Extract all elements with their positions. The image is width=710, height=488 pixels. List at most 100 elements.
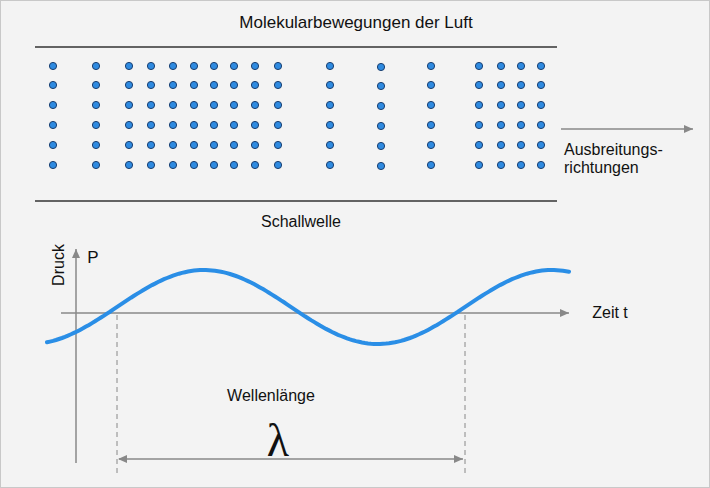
air-molecule: [190, 141, 197, 148]
air-molecule: [427, 141, 434, 148]
air-molecule: [537, 161, 544, 168]
air-molecule: [230, 141, 237, 148]
air-molecule: [326, 81, 333, 88]
pressure-axis: [75, 249, 77, 463]
air-molecule: [169, 101, 176, 108]
air-molecule: [517, 141, 524, 148]
air-molecule: [49, 101, 56, 108]
axis-label: Druck: [50, 244, 68, 286]
air-molecule: [517, 101, 524, 108]
air-molecule: [190, 161, 197, 168]
air-molecule: [230, 101, 237, 108]
air-molecule: [230, 62, 237, 69]
air-molecule: [147, 101, 154, 108]
air-molecule: [517, 81, 524, 88]
air-molecule: [210, 121, 217, 128]
air-molecule: [190, 121, 197, 128]
air-molecule: [326, 121, 333, 128]
air-molecule: [274, 81, 281, 88]
air-molecule: [326, 101, 333, 108]
air-molecule: [475, 121, 482, 128]
air-molecule: [517, 121, 524, 128]
air-molecule: [169, 141, 176, 148]
air-molecule: [537, 62, 544, 69]
panel-bottom-line: [35, 200, 557, 202]
dashed-guide: [117, 315, 118, 473]
air-molecule: [475, 161, 482, 168]
air-molecule: [230, 161, 237, 168]
air-molecule: [251, 161, 258, 168]
air-molecule: [92, 81, 99, 88]
air-molecule: [497, 62, 504, 69]
air-molecule: [92, 141, 99, 148]
air-molecule: [274, 101, 281, 108]
air-molecule: [377, 122, 384, 129]
air-molecule: [49, 62, 56, 69]
air-molecule: [497, 81, 504, 88]
air-molecule: [210, 62, 217, 69]
air-molecule: [210, 81, 217, 88]
air-molecule: [125, 62, 132, 69]
air-molecule: [427, 81, 434, 88]
air-molecule: [251, 141, 258, 148]
air-molecule: [92, 62, 99, 69]
air-molecule: [537, 101, 544, 108]
air-molecule: [427, 161, 434, 168]
propagation-arrow: [561, 128, 693, 130]
dashed-guide: [465, 315, 466, 473]
air-molecule: [210, 141, 217, 148]
air-molecule: [92, 101, 99, 108]
air-molecule: [251, 62, 258, 69]
dimension-label: Wellenlänge: [227, 387, 315, 405]
air-molecule: [169, 161, 176, 168]
air-molecule: [169, 81, 176, 88]
axis-label: Zeit t: [592, 304, 628, 322]
air-molecule: [326, 161, 333, 168]
air-molecule: [147, 141, 154, 148]
air-molecule: [537, 141, 544, 148]
air-molecule: [92, 121, 99, 128]
air-molecule: [147, 62, 154, 69]
air-molecule: [377, 102, 384, 109]
air-molecule: [537, 81, 544, 88]
air-molecule: [475, 101, 482, 108]
air-molecule: [497, 121, 504, 128]
air-molecule: [125, 141, 132, 148]
air-molecule: [147, 81, 154, 88]
air-molecule: [274, 121, 281, 128]
air-molecule: [251, 81, 258, 88]
air-molecule: [497, 141, 504, 148]
air-molecule: [475, 81, 482, 88]
air-molecule: [49, 161, 56, 168]
air-molecule: [230, 121, 237, 128]
air-molecule: [537, 121, 544, 128]
air-molecule: [377, 63, 384, 70]
air-molecules: [49, 62, 544, 169]
air-molecule: [169, 121, 176, 128]
air-molecule: [125, 121, 132, 128]
air-molecule: [517, 62, 524, 69]
air-molecule: [377, 142, 384, 149]
air-molecule: [230, 81, 237, 88]
air-molecule: [190, 62, 197, 69]
air-molecule: [251, 121, 258, 128]
air-molecule: [49, 121, 56, 128]
panel-top-line: [35, 46, 557, 48]
air-molecule: [210, 101, 217, 108]
air-molecule: [326, 141, 333, 148]
air-molecule: [475, 141, 482, 148]
sine-wave: [47, 270, 569, 344]
air-molecule: [497, 161, 504, 168]
air-molecule: [125, 81, 132, 88]
air-molecule: [326, 62, 333, 69]
wavelength-arrow: [119, 458, 463, 460]
air-molecule: [147, 161, 154, 168]
air-molecule: [251, 101, 258, 108]
panel-title: Molekularbewegungen der Luft: [239, 13, 472, 33]
air-molecule: [475, 62, 482, 69]
air-molecule: [427, 101, 434, 108]
air-molecule: [427, 62, 434, 69]
air-molecule: [190, 101, 197, 108]
